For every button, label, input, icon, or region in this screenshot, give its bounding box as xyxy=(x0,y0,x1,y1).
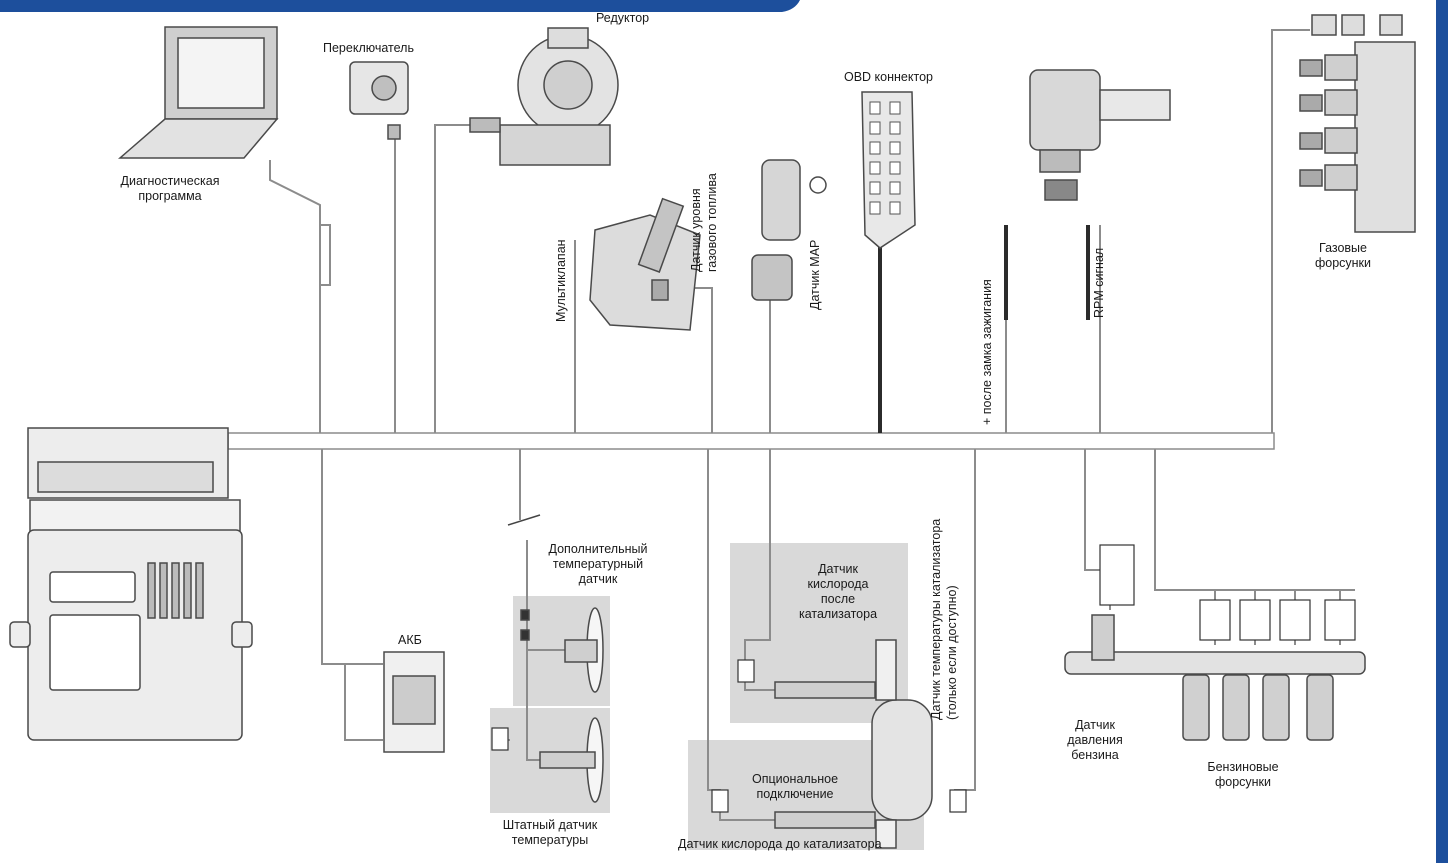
label-o2-after: Датчик кислорода после катализатора xyxy=(798,562,878,621)
reducer xyxy=(469,27,619,166)
label-cat-temp: Датчик температуры катализатора (только … xyxy=(929,518,959,720)
petrol-injectors xyxy=(1182,674,1334,741)
ignition-coil xyxy=(1029,69,1171,201)
label-stock-temp: Штатный датчик температуры xyxy=(502,818,598,847)
label-ignition: + после замка зажигания xyxy=(980,279,994,425)
label-multivalve: Мультиклапан xyxy=(554,239,568,322)
label-optional: Опциональное подключение xyxy=(751,772,839,801)
main-harness xyxy=(227,432,1275,450)
label-obd: OBD коннектор xyxy=(844,70,933,84)
switch-unit xyxy=(349,61,409,140)
stock-temp-sensor xyxy=(539,717,604,803)
gas-injector-rail xyxy=(1299,14,1416,233)
map-sensor xyxy=(751,159,827,301)
battery xyxy=(383,651,445,753)
wire-break xyxy=(507,514,541,526)
ecu-unit xyxy=(9,427,253,741)
label-gas-level: Датчик уровня газового топлива xyxy=(689,173,719,272)
label-battery: АКБ xyxy=(398,633,422,647)
label-gas-injectors: Газовые форсунки xyxy=(1314,241,1372,270)
wire-cut-symbols xyxy=(491,544,1356,813)
label-switch: Переключатель xyxy=(323,41,414,55)
extra-temp-sensor xyxy=(520,607,604,693)
obd-pins xyxy=(869,101,901,215)
label-extra-temp: Дополнительный температурный датчик xyxy=(548,542,648,586)
label-fuel-pressure: Датчик давления бензина xyxy=(1067,718,1123,762)
label-reducer: Редуктор xyxy=(596,11,650,25)
label-o2-before: Датчик кислорода до катализатора xyxy=(678,837,882,851)
label-map: Датчик MAP xyxy=(808,239,822,310)
o2-sensor-after xyxy=(774,681,876,699)
label-petrol-injectors: Бензиновые форсунки xyxy=(1207,760,1279,789)
fuel-rail xyxy=(1064,614,1366,675)
multivalve xyxy=(589,197,701,331)
dark-wires xyxy=(878,225,1090,433)
label-diagnostic: Диагностическая программа xyxy=(120,174,220,203)
header-tab xyxy=(0,0,800,12)
o2-sensor-before xyxy=(774,811,876,829)
laptop xyxy=(117,26,279,159)
right-frame-bar xyxy=(1436,0,1448,863)
label-rpm: RPM сигнал xyxy=(1092,247,1106,318)
catalytic-converter xyxy=(871,639,933,849)
